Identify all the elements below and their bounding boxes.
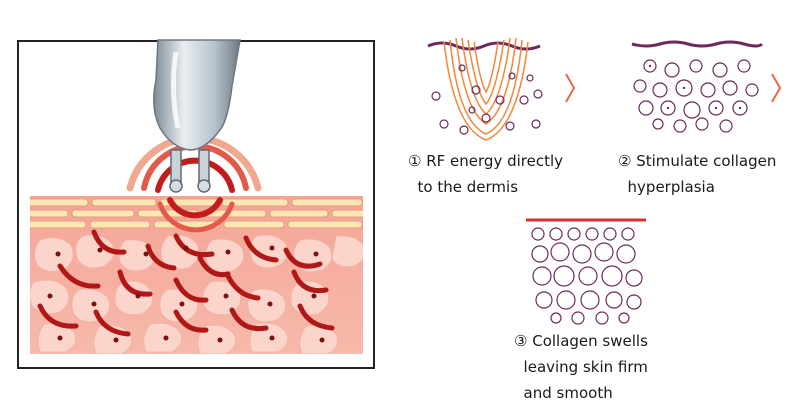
step1-dermis-heating-illustration	[427, 37, 543, 141]
chevron-right-icon	[771, 73, 782, 103]
step3-line1: Collagen swells	[532, 332, 648, 350]
cell-nuclei	[47, 245, 325, 343]
step3-line3: and smooth	[523, 384, 613, 402]
rf-probe-icon	[153, 39, 241, 193]
step2-caption: ② Stimulate collagen hyperplasia	[618, 148, 776, 200]
step2-line1: Stimulate collagen	[636, 152, 777, 170]
step1-number: ①	[408, 152, 422, 170]
step2-number: ②	[618, 152, 632, 170]
step1-line1: RF energy directly	[426, 152, 564, 170]
step2-collagen-growth-illustration	[631, 40, 764, 133]
step1-caption: ① RF energy directly to the dermis	[408, 148, 563, 200]
chevron-right-icon	[565, 73, 576, 103]
skin-tissue	[30, 196, 363, 354]
step1-line2: to the dermis	[417, 178, 519, 196]
epidermis-layer	[30, 198, 363, 229]
step2-line2: hyperplasia	[627, 178, 715, 196]
heated-collagen-arcs	[37, 229, 335, 337]
step3-line2: leaving skin firm	[523, 358, 648, 376]
step3-caption: ③ Collagen swells leaving skin firm and …	[514, 328, 648, 406]
step3-firm-skin-illustration	[526, 218, 646, 325]
step3-number: ③	[514, 332, 528, 350]
